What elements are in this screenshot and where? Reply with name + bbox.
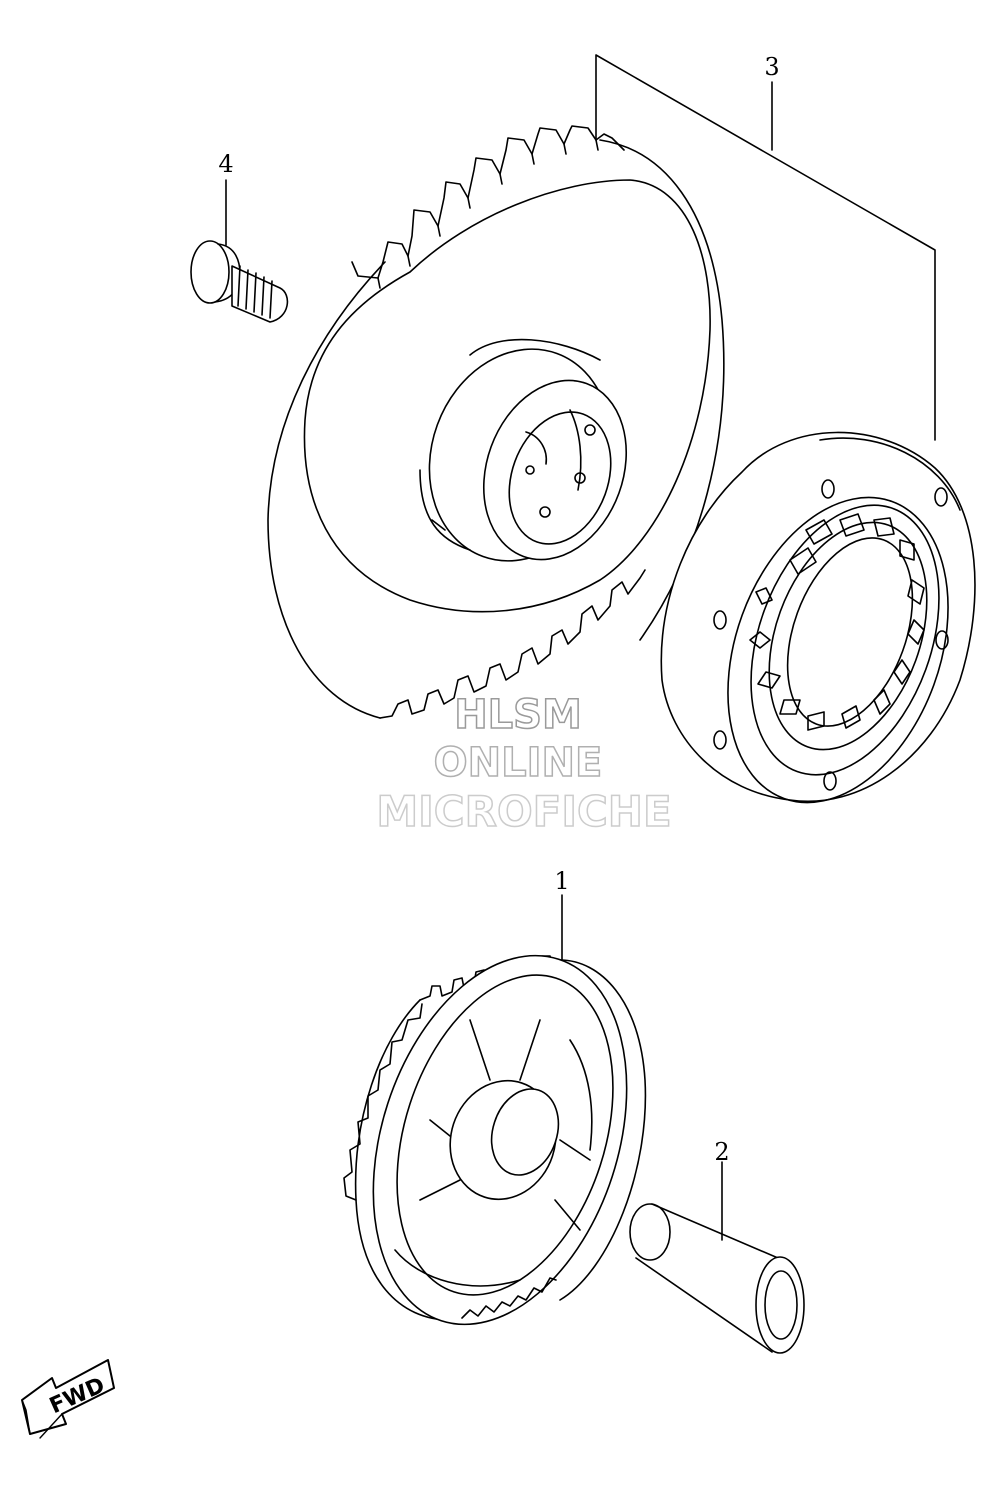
- callout-4: 4: [218, 150, 233, 178]
- leader-line-3: [595, 54, 936, 441]
- watermark: HLSM ONLINE MICROFICHE: [376, 691, 673, 837]
- idle-gear-part: [343, 954, 647, 1326]
- one-way-clutch-part: [660, 431, 976, 804]
- shaft-part: [629, 1203, 805, 1355]
- watermark-line-3: MICROFICHE: [376, 787, 671, 836]
- callout-2: 2: [714, 1138, 729, 1166]
- clutch-gear-part: [267, 125, 725, 719]
- watermark-line-1: HLSM: [454, 692, 582, 738]
- screw-part: [190, 240, 289, 323]
- callout-1: 1: [554, 867, 569, 895]
- watermark-line-2: ONLINE: [434, 740, 603, 786]
- fwd-arrow-icon: [21, 1359, 115, 1439]
- callout-3: 3: [764, 53, 779, 81]
